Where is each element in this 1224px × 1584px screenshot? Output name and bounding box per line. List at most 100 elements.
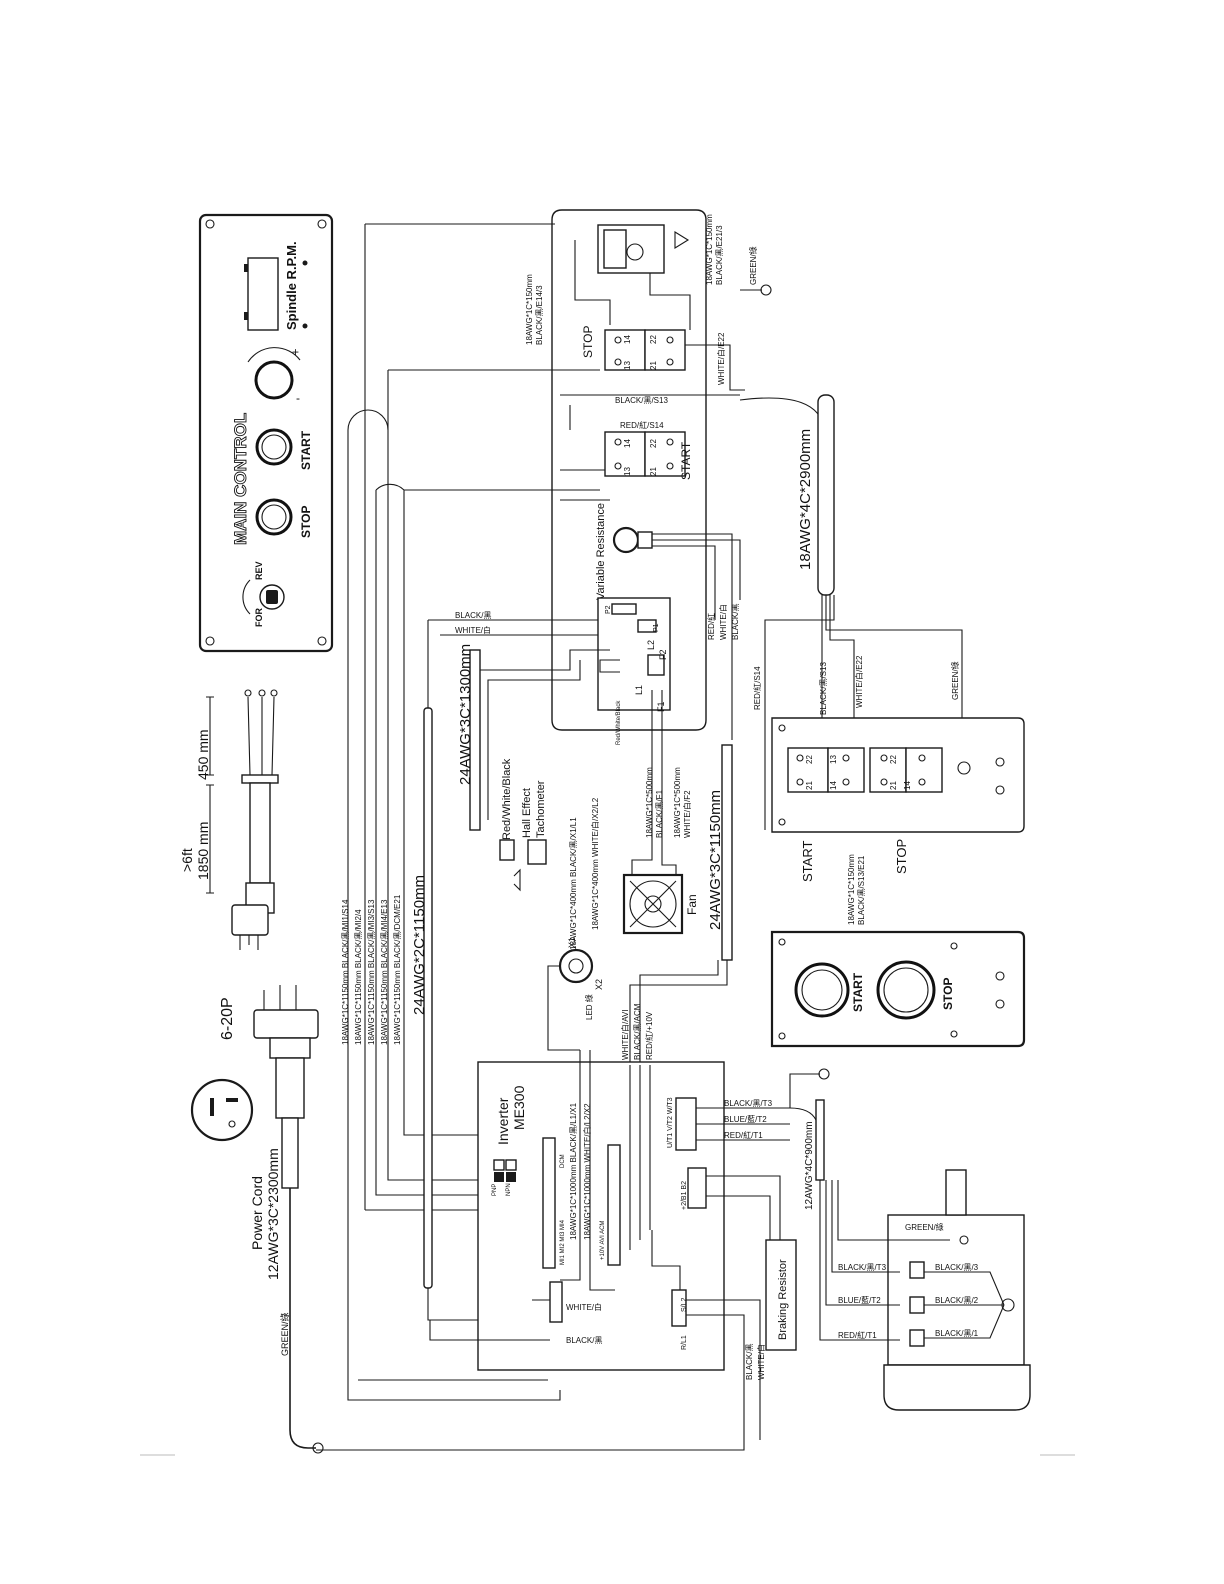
stop-t21: 21	[649, 361, 658, 370]
len-1850-label: 1850 mm	[195, 822, 211, 880]
motor-black-2: BLACK/黑/2	[935, 1296, 979, 1305]
stop-t13: 13	[623, 361, 632, 370]
white-avi-label: WHITE/白/AVI	[620, 1009, 630, 1060]
bundle-wire-4: 18AWG*1C*1150mm BLACK/黑/MI4/E13	[380, 899, 389, 1045]
hall-rwb-label: Red/White/Black	[501, 758, 513, 840]
inv-r-l1: R/L1	[681, 1335, 688, 1350]
stop-wire-2a: 18AWG*1C*150mm	[705, 214, 714, 285]
gt-6ft-label: >6ft	[179, 848, 195, 872]
ao-terminals-label: +10V AVI ACM	[600, 1221, 606, 1260]
motor-red-t1: RED/紅/T1	[838, 1330, 877, 1340]
top-white-e22: WHITE/白/E22	[716, 332, 726, 385]
led-x1: X1	[567, 937, 577, 948]
rev-label: REV	[254, 561, 264, 580]
start-t14: 14	[623, 439, 632, 448]
led-label: LED 綠	[584, 994, 594, 1020]
motor-blue-t2: BLUE/藍/T2	[838, 1295, 881, 1305]
out-red-t1: RED/紅/T1	[724, 1130, 763, 1140]
board-p1: P1	[653, 623, 660, 632]
remote-stop-label: STOP	[894, 839, 909, 874]
b1b2-label: +2/B1 B2	[681, 1181, 688, 1210]
black-acm-label: BLACK/黑/ACM	[633, 1003, 642, 1060]
motor-black-t3: BLACK/黑/T3	[838, 1263, 887, 1272]
remote-start-label: START	[800, 841, 815, 882]
main-stop-label: STOP	[299, 506, 313, 538]
inv-wire-2: 18AWG*1C*1000mm WHITE/白/L2/X2	[582, 1103, 592, 1240]
power-green-label: GREEN/綠	[279, 1312, 290, 1356]
tachometer-label: Tachometer	[535, 780, 547, 838]
inv-black-out: BLACK/黑	[745, 1344, 754, 1380]
led-section: X1 X2 LED 綠 18AWG*1C*400mm BLACK/黑/X1/L1…	[547, 797, 604, 1051]
board-red-label: RED/紅	[706, 613, 716, 640]
start-switch-label: START	[679, 441, 693, 480]
variable-resistance	[612, 526, 640, 554]
board-black2-label: BLACK/黑	[731, 604, 740, 640]
motor-black-3: BLACK/黑/3	[935, 1263, 979, 1272]
hall-effect-section: 24AWG*3C*1300mm Red/White/Black Hall Eff…	[457, 644, 610, 892]
board-white2-label: WHITE/白	[718, 604, 728, 640]
board-f1: F1	[656, 701, 666, 712]
pendant-stop-button	[876, 960, 936, 1020]
stop-t22: 22	[649, 335, 658, 344]
remote-start-t22: 22	[805, 755, 814, 764]
dcm-terminal-label: DCM	[560, 1154, 566, 1168]
board-l1: L1	[634, 685, 644, 695]
bundle-wire-5: 18AWG*1C*1150mm BLACK/黑/DCM/E21	[393, 894, 402, 1045]
inv-black-in: BLACK/黑	[566, 1336, 602, 1345]
board-l2: L2	[646, 640, 656, 650]
motor-section: 12AWG*4C*900mm GREEN/綠 BLACK/黑/T3 BLUE/藍…	[789, 1099, 1031, 1411]
bundle-wire-3: 18AWG*1C*1150mm BLACK/黑/MI3/S13	[367, 899, 376, 1045]
control-board	[597, 597, 671, 711]
knob-plus-label: +	[292, 345, 299, 359]
board-black-label: BLACK/黑	[455, 611, 491, 620]
remote-wire-a: 18AWG*1C*150mm	[847, 854, 856, 925]
remote-switch-section: 18AWG*4C*2900mm RED/紅/S14 BLACK/黑/S13 WH…	[739, 394, 1025, 925]
main-start-label: START	[299, 430, 313, 470]
led-wire-1: 18AWG*1C*400mm BLACK/黑/X1/L1	[569, 817, 578, 950]
start-t13: 13	[623, 467, 632, 476]
spindle-rpm-label: Spindle R.P.M.	[284, 241, 299, 330]
board-f2: F2	[658, 649, 668, 660]
main-control-panel: Spindle R.P.M. - + START STOP MAIN CONTR…	[198, 213, 334, 653]
power-cord-detail: 450 mm 1850 mm >6ft 6-20P Power Cord 12A…	[179, 689, 324, 1454]
bundle-wire-2: 18AWG*1C*1150mm BLACK/黑/MI2/4	[354, 909, 363, 1045]
npn-label: NPN	[506, 1183, 512, 1196]
remote-stop-t14: 14	[903, 781, 912, 790]
remote-green: GREEN/綠	[950, 661, 960, 700]
inv-wire-1: 18AWG*1C*1000mm BLACK/黑/L1/X1	[569, 1102, 578, 1240]
remote-black-s13: BLACK/黑/S13	[819, 662, 828, 715]
top-red-s14: RED/紅/S14	[620, 420, 664, 430]
cable-24awg-3c-1300: 24AWG*3C*1300mm	[457, 644, 474, 785]
pendant-stop-label: STOP	[941, 978, 955, 1010]
cable-24awg-3c-1150: 24AWG*3C*1150mm	[707, 790, 724, 930]
led-wire-2: 18AWG*1C*400mm WHITE/白/X2/L2	[590, 797, 600, 930]
cable-18awg-4c: 18AWG*4C*2900mm	[797, 429, 814, 570]
inverter-section: Inverter ME300 PNP NPN DCM MI1 MI2 MI3 M…	[316, 1003, 830, 1451]
power-cord-label: Power Cord	[249, 1176, 265, 1250]
fan-wire-1a: 18AWG*1C*500mm	[645, 767, 654, 838]
len-450-label: 450 mm	[195, 729, 211, 780]
mi-terminals-label: MI1 MI2 MI3 MI4	[560, 1219, 566, 1265]
board-rwb: Red/White/Black	[616, 700, 622, 745]
braking-resistor	[765, 1239, 797, 1351]
pendant-start-button	[794, 962, 850, 1018]
remote-start-t14: 14	[829, 781, 838, 790]
start-t22: 22	[649, 439, 658, 448]
bundle-wire-1: 18AWG*1C*1150mm BLACK/黑/MI1/S14	[341, 899, 350, 1045]
remote-start-t13: 13	[829, 755, 838, 764]
led-indicator	[558, 948, 594, 984]
hall-effect-label: Hall Effect	[521, 788, 533, 838]
remote-stop-t21: 21	[889, 781, 898, 790]
stop-wire-1b: BLACK/黑/E14/3	[535, 285, 544, 345]
stop-t14: 14	[623, 335, 632, 344]
top-green-label: GREEN/綠	[748, 246, 758, 285]
fan-wire-2a: 18AWG*1C*500mm	[673, 767, 682, 838]
remote-wire-b: BLACK/黑/S13/E21	[857, 855, 866, 925]
inverter-model: ME300	[511, 1085, 527, 1130]
fan-wire-1b: BLACK/黑/F1	[655, 789, 664, 838]
braking-resistor-section: Braking Resistor	[765, 1239, 797, 1351]
fan-section: Fan 18AWG*1C*500mm BLACK/黑/F1 18AWG*1C*5…	[622, 690, 733, 1065]
main-control-title: MAIN CONTROL	[231, 413, 250, 545]
cable-12awg-4c: 12AWG*4C*900mm	[804, 1121, 815, 1210]
